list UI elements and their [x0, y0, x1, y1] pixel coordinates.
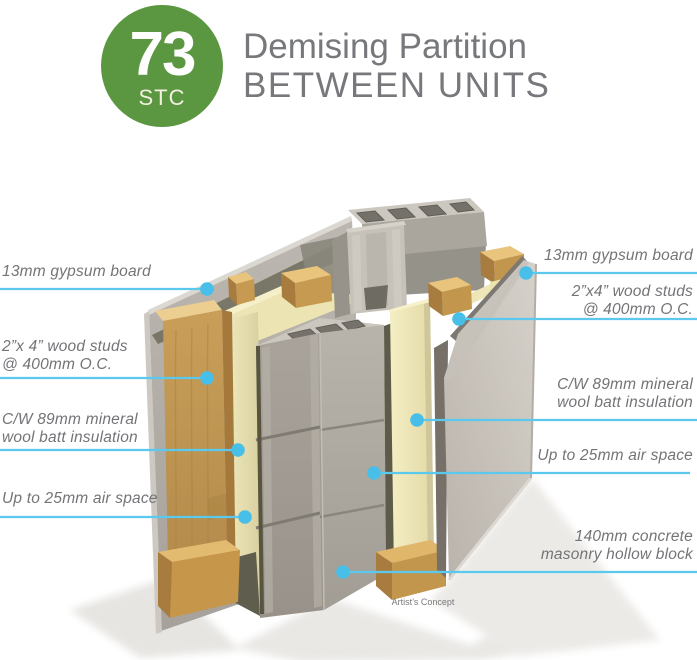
callout-text: @ 400mm O.C. — [582, 301, 693, 318]
callout-label-block-right: 140mm concrete masonry hollow block — [541, 528, 693, 564]
callout-label-air-left: Up to 25mm air space — [2, 490, 158, 508]
wood-stud-left — [155, 300, 236, 612]
concrete-block-column — [255, 318, 386, 618]
callout-label-studs-right: 2”x4” wood studs @ 400mm O.C. — [572, 283, 693, 319]
wood-bottom-plate-right — [376, 540, 446, 600]
callout-dot — [238, 510, 252, 524]
callout-text: 140mm concrete — [574, 528, 693, 545]
block-hollow-cores-top — [355, 201, 476, 223]
callout-label-studs-left: 2”x 4” wood studs @ 400mm O.C. — [2, 338, 128, 374]
callout-text: Up to 25mm air space — [2, 490, 158, 507]
callout-text: @ 400mm O.C. — [2, 356, 113, 373]
callout-dot — [200, 282, 214, 296]
callout-dot — [452, 312, 466, 326]
callout-dot — [336, 565, 350, 579]
callout-text: masonry hollow block — [540, 546, 693, 563]
callout-text: C/W 89mm mineral — [2, 411, 138, 428]
callout-text: 2”x4” wood studs — [571, 283, 693, 300]
wood-bottom-plate-left — [158, 540, 240, 618]
callout-label-gypsum-right: 13mm gypsum board — [544, 247, 693, 265]
stc-value: 73 — [129, 19, 197, 89]
callout-dot — [519, 266, 533, 280]
callout-text: 13mm gypsum board — [2, 263, 151, 280]
callout-dot — [231, 443, 245, 457]
callout-label-gypsum-left: 13mm gypsum board — [2, 263, 151, 281]
stc-rating-badge: 73 STC — [101, 5, 223, 127]
concrete-block-end — [332, 221, 407, 318]
callout-label-air-right: Up to 25mm air space — [537, 447, 693, 465]
artists-concept-note: Artist’s Concept — [391, 597, 455, 607]
callout-dot — [200, 371, 214, 385]
page-title: Demising Partition BETWEEN UNITS — [243, 27, 550, 105]
title-line2: BETWEEN UNITS — [243, 66, 551, 105]
stc-unit: STC — [138, 84, 186, 110]
callout-dot — [367, 466, 381, 480]
wood-stud-top-left-back — [228, 272, 255, 305]
floor-shadow — [70, 478, 660, 660]
callout-text: wool batt insulation — [557, 394, 693, 411]
callout-text: C/W 89mm mineral — [557, 376, 693, 393]
callout-text: 13mm gypsum board — [544, 247, 693, 264]
callout-text: Up to 25mm air space — [537, 447, 693, 464]
wood-stud-top-left-mid — [281, 266, 332, 308]
title-line1: Demising Partition — [243, 27, 527, 66]
callout-label-wool-right: C/W 89mm mineral wool batt insulation — [557, 376, 693, 412]
callout-dot — [410, 413, 424, 427]
callout-text: wool batt insulation — [2, 429, 138, 446]
callout-text: 2”x 4” wood studs — [2, 338, 128, 355]
callout-label-wool-left: C/W 89mm mineral wool batt insulation — [2, 411, 138, 447]
callout-lines — [0, 271, 697, 574]
callout-dots — [200, 266, 533, 579]
wood-stud-top-right-front — [428, 277, 472, 316]
